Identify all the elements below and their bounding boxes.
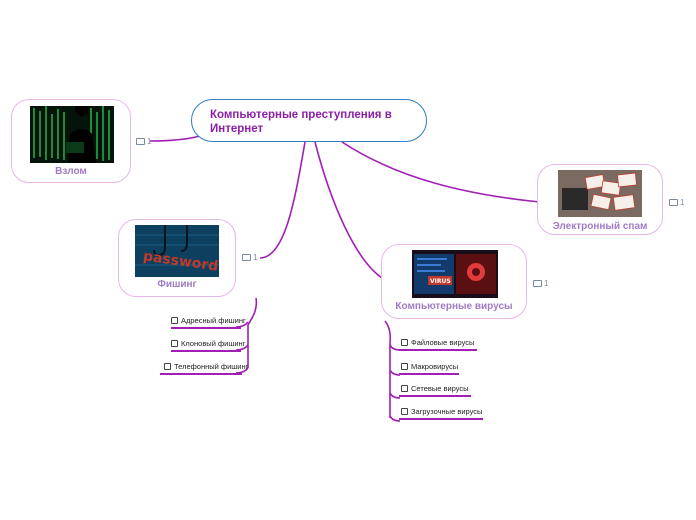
spam-image [558, 170, 642, 217]
node-viruses-label: Компьютерные вирусы [395, 301, 513, 312]
comment-vzlom[interactable]: 1 [136, 137, 151, 146]
branch-spam [341, 141, 541, 203]
checkbox[interactable] [401, 385, 408, 392]
underline [399, 418, 483, 420]
branch-phishing [259, 141, 306, 259]
virus-stem-2 [389, 369, 401, 376]
subtopic-phone-phishing[interactable]: Телефонный фишинг [164, 362, 248, 371]
comment-icon [533, 280, 542, 287]
node-viruses[interactable]: VIRUS Компьютерные вирусы [381, 244, 527, 319]
node-phishing[interactable]: password Фишинг [118, 219, 236, 297]
underline [160, 373, 242, 375]
node-vzlom-label: Взлом [55, 166, 87, 177]
branch-vzlom [149, 135, 201, 142]
node-phishing-label: Фишинг [157, 279, 197, 290]
phishing-stem-2 [235, 344, 249, 351]
comment-phishing[interactable]: 1 [242, 253, 257, 262]
subtopic-macro-viruses[interactable]: Макровирусы [401, 362, 458, 371]
checkbox[interactable] [171, 317, 178, 324]
subtopic-clone-phishing[interactable]: Клоновый фишинг [171, 339, 245, 348]
comment-spam[interactable]: 1 [669, 198, 684, 207]
virus-stem-4 [389, 415, 401, 422]
comment-viruses[interactable]: 1 [533, 279, 548, 288]
checkbox[interactable] [401, 339, 408, 346]
underline [171, 327, 241, 329]
subtopic-file-viruses[interactable]: Файловые вирусы [401, 338, 474, 347]
phishing-stem-3 [235, 367, 249, 374]
comment-icon [242, 254, 251, 261]
hacker-image [30, 106, 114, 163]
checkbox[interactable] [401, 408, 408, 415]
node-spam[interactable]: Электронный спам [537, 164, 663, 235]
underline [399, 349, 477, 351]
node-spam-label: Электронный спам [552, 221, 648, 232]
virus-stem-1 [389, 344, 401, 351]
password-image: password [135, 225, 219, 277]
phishing-stem-1 [235, 321, 249, 328]
underline [171, 350, 241, 352]
underline [399, 395, 471, 397]
virus-image: VIRUS [412, 250, 498, 298]
subtopic-address-phishing[interactable]: Адресный фишинг [171, 316, 246, 325]
checkbox[interactable] [171, 340, 178, 347]
comment-icon [669, 199, 678, 206]
underline [399, 373, 459, 375]
virus-stem-3 [389, 392, 401, 399]
comment-icon [136, 138, 145, 145]
checkbox[interactable] [401, 363, 408, 370]
central-topic[interactable]: Компьютерные преступления в Интернет [191, 99, 427, 142]
virus-trunk [384, 320, 392, 418]
phishing-trunk [247, 297, 258, 368]
checkbox[interactable] [164, 363, 171, 370]
central-topic-title: Компьютерные преступления в Интернет [210, 109, 392, 135]
branch-viruses [314, 141, 386, 281]
virus-text: VIRUS [430, 278, 451, 285]
subtopic-boot-viruses[interactable]: Загрузочные вирусы [401, 407, 482, 416]
node-vzlom[interactable]: Взлом [11, 99, 131, 183]
subtopic-network-viruses[interactable]: Сетевые вирусы [401, 384, 469, 393]
